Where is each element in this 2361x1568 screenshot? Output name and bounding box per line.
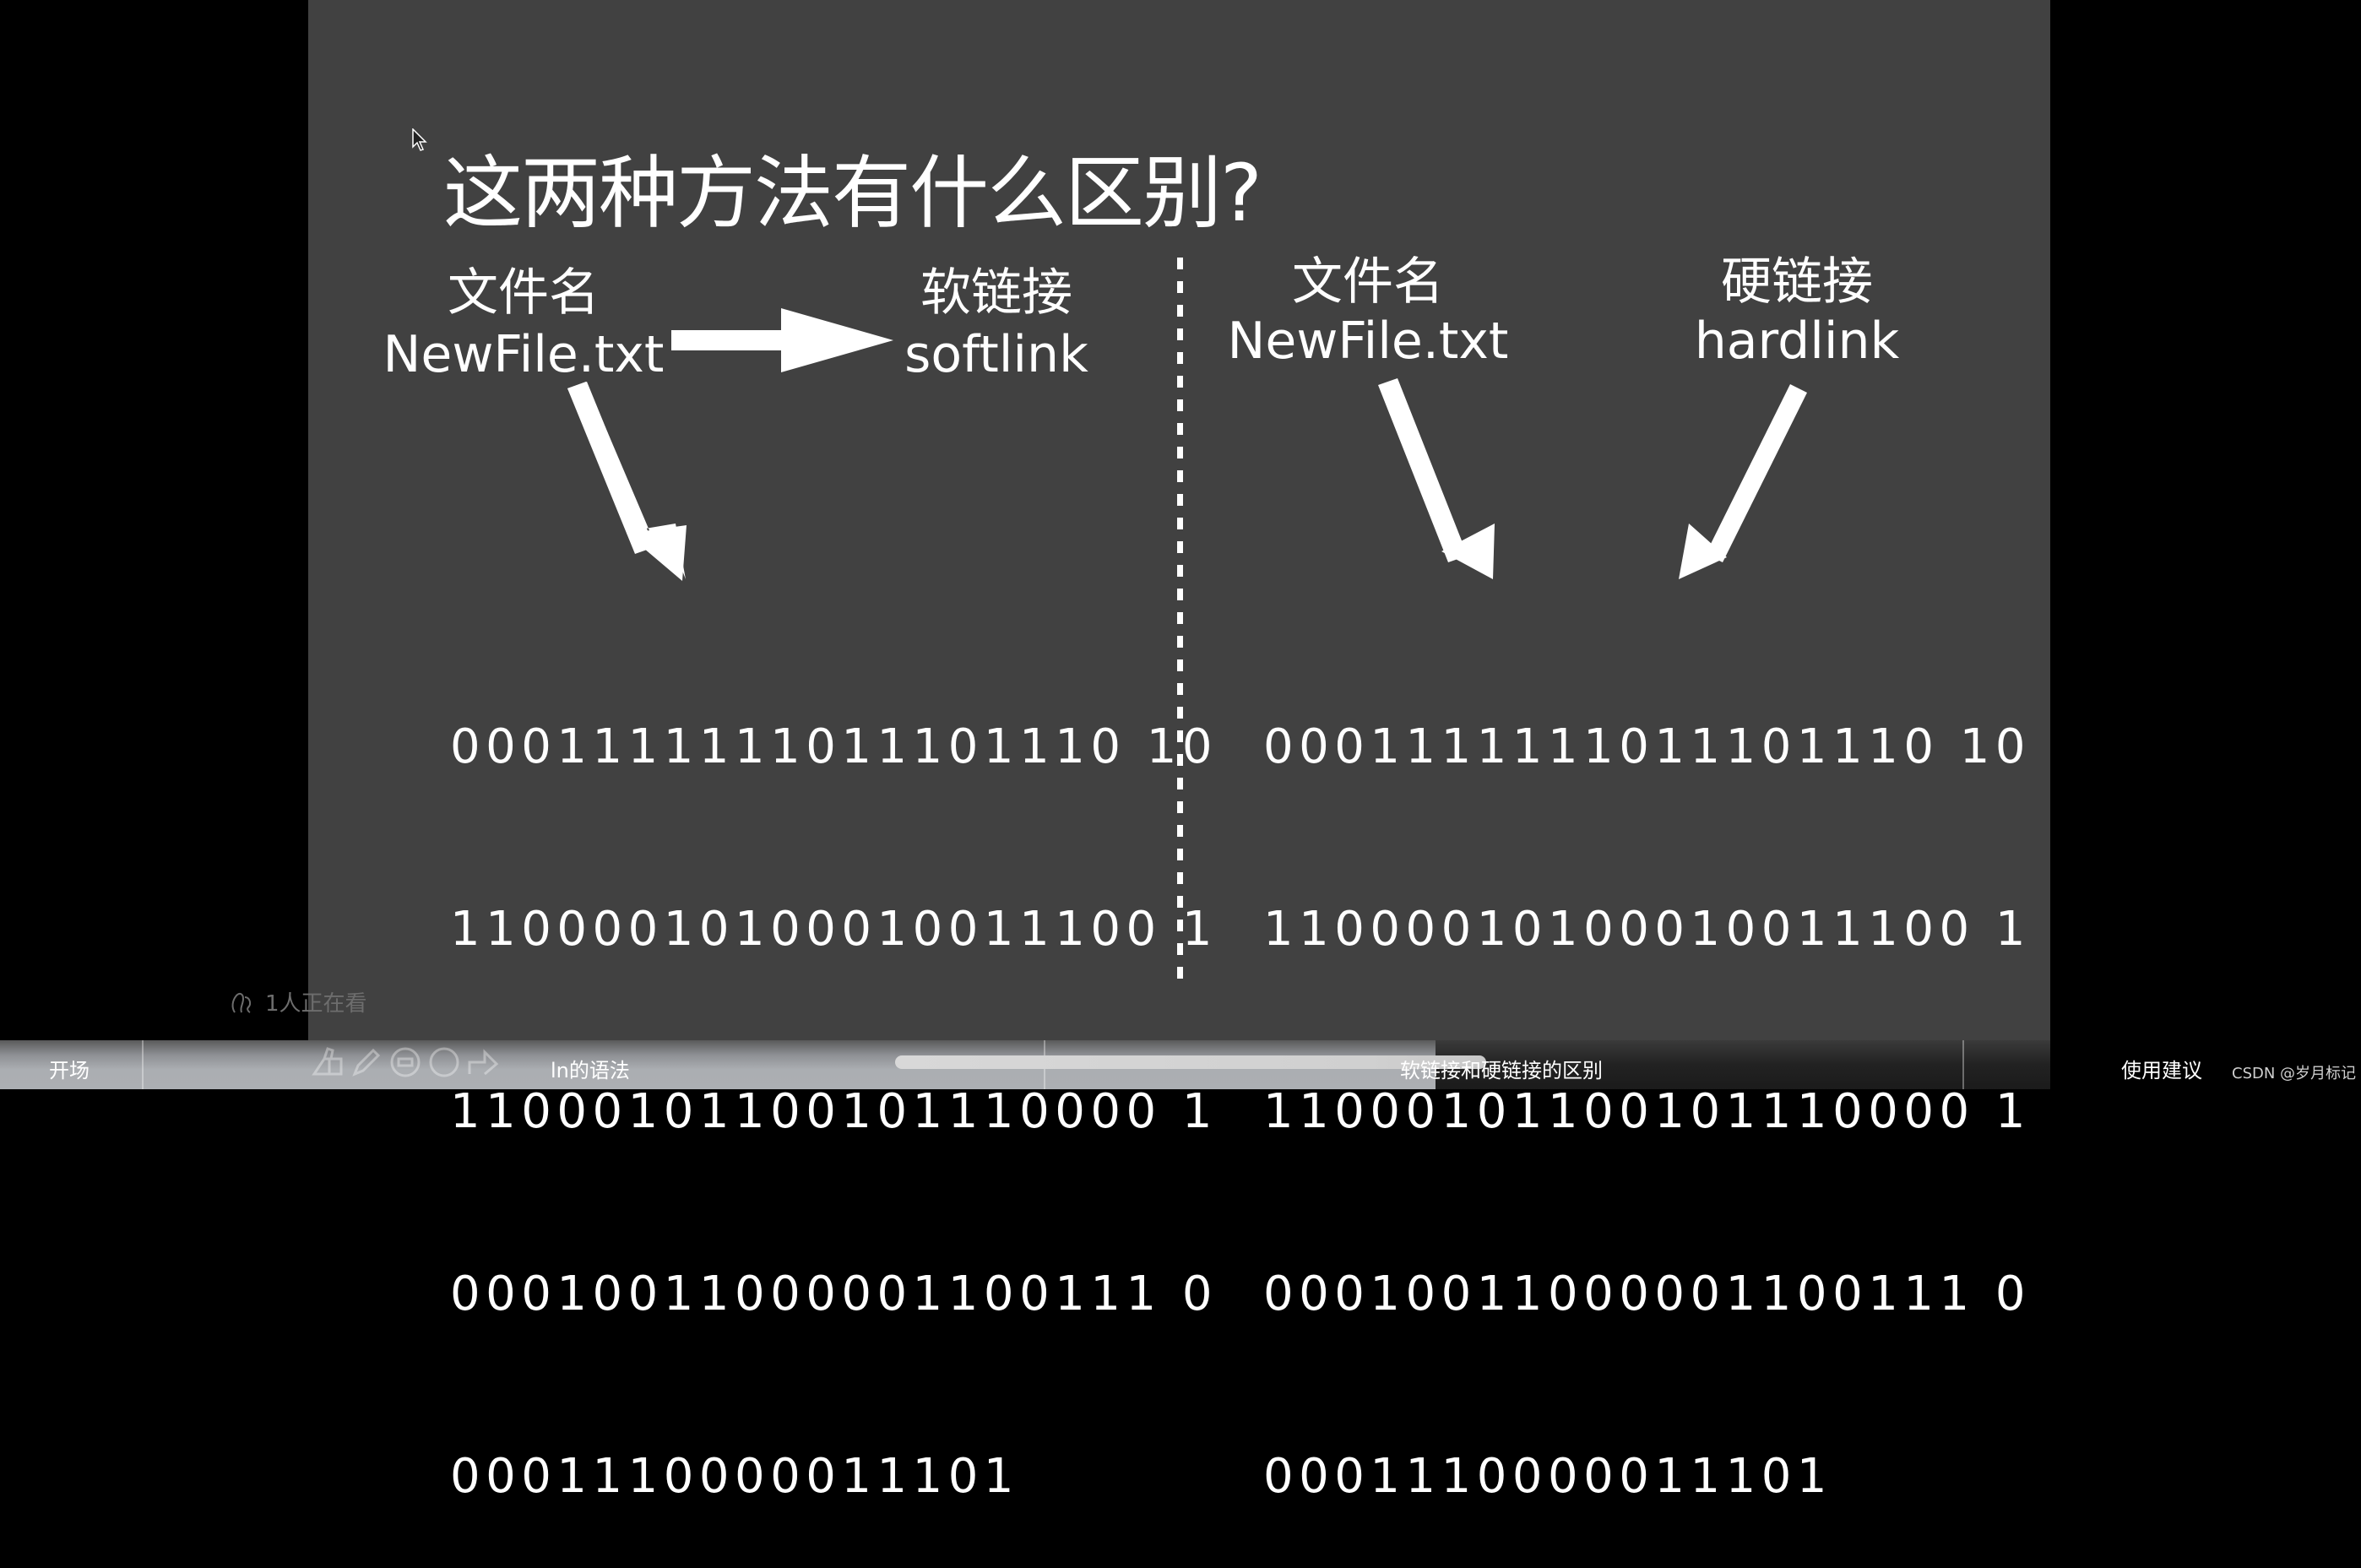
arrow-down-icon — [567, 382, 687, 581]
binary-row: 11000101100101110000 1 — [450, 1084, 1218, 1139]
action-toolbar — [311, 1044, 500, 1077]
chapter-bar-right-bg — [1436, 1040, 2050, 1089]
progress-bar[interactable] — [895, 1055, 1486, 1069]
binary-row: 11000101100101110000 1 — [1263, 1084, 2032, 1139]
softlink-label-cn: 软链接 — [920, 263, 1072, 323]
chapter-usage-tips[interactable]: 使用建议 — [2121, 1059, 2202, 1082]
binary-row: 11000010100010011100 1 — [1263, 902, 2032, 957]
right-filename-label-cn: 文件名 — [1292, 252, 1444, 312]
pen-icon[interactable] — [350, 1044, 383, 1077]
viewer-count: 1人正在看 — [230, 986, 367, 1017]
divider-dashed-line — [1177, 258, 1183, 984]
chapter-divider — [1962, 1040, 1964, 1089]
binary-row: 11000010100010011100 1 — [450, 902, 1218, 957]
share-icon[interactable] — [466, 1044, 500, 1077]
hardlink-label-cn: 硬链接 — [1721, 252, 1873, 312]
favorite-icon[interactable] — [427, 1044, 461, 1077]
binary-row: 00010011000001100111 0 — [1263, 1267, 2032, 1321]
people-icon — [231, 992, 252, 1013]
hardlink-label-en: hardlink — [1694, 312, 1900, 371]
arrow-down-right-icon — [1378, 378, 1495, 579]
chapter-divider — [142, 1040, 144, 1089]
viewer-count-text: 1人正在看 — [265, 991, 367, 1017]
chapter-soft-vs-hard[interactable]: 软链接和硬链接的区别 — [1400, 1059, 1603, 1082]
right-filename-label-en: NewFile.txt — [1227, 312, 1509, 371]
slide-title: 这两种方法有什么区别? — [443, 148, 1262, 240]
left-filename-label-en: NewFile.txt — [383, 325, 665, 384]
diagram-arrows — [567, 308, 1807, 581]
coin-icon[interactable] — [388, 1044, 422, 1077]
arrow-down-left-icon — [1679, 384, 1807, 579]
chapter-bar-black-bg — [2050, 1040, 2361, 1089]
arrow-right-icon — [671, 308, 893, 372]
csdn-watermark: CSDN @岁月标记 — [2232, 1065, 2357, 1082]
softlink-label-en: softlink — [904, 325, 1088, 384]
binary-row: 0001110000011101 — [1263, 1449, 1833, 1504]
binary-row: 0001111111011101110 10 — [450, 719, 1218, 774]
binary-row: 00010011000001100111 0 — [450, 1267, 1218, 1321]
binary-row: 0001110000011101 — [450, 1449, 1020, 1504]
thumbs-up-icon[interactable] — [311, 1044, 345, 1077]
chapter-intro[interactable]: 开场 — [49, 1059, 90, 1082]
binary-row: 0001111111011101110 10 — [1263, 719, 2032, 774]
chapter-ln-syntax[interactable]: ln的语法 — [551, 1059, 630, 1082]
chapter-bar: 开场 ln的语法 软链接和硬链接的区别 使用建议 CSDN @岁月标记 — [0, 1040, 2361, 1089]
mouse-cursor-icon — [412, 128, 427, 151]
left-filename-label-cn: 文件名 — [448, 263, 600, 323]
